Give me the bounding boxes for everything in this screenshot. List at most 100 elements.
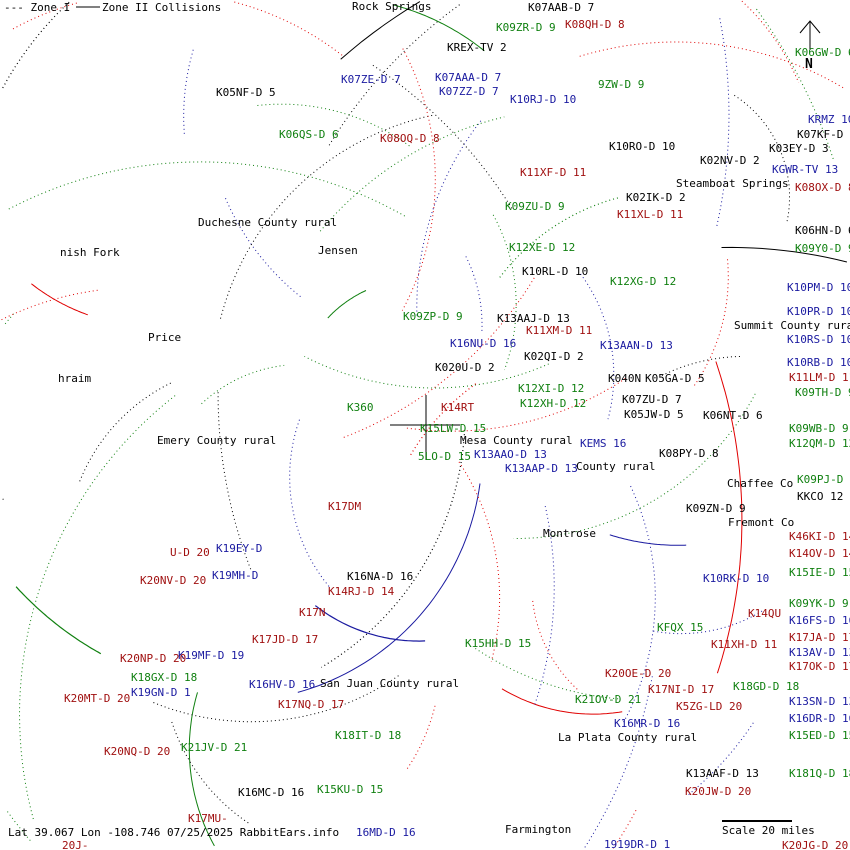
station-label[interactable]: K05JW-D 5 [624, 408, 684, 421]
station-label[interactable]: K08PY-D 8 [659, 447, 719, 460]
station-label[interactable]: K12QM-D 12 [789, 437, 850, 450]
station-label[interactable]: K07ZE-D 7 [341, 73, 401, 86]
station-label[interactable]: K11XH-D 11 [711, 638, 777, 651]
station-label[interactable]: K12XE-D 12 [509, 241, 575, 254]
station-label[interactable]: K09Y0-D 9 [795, 242, 850, 255]
station-label[interactable]: K08OX-D 8 [795, 181, 850, 194]
station-label[interactable]: K02NV-D 2 [700, 154, 760, 167]
station-label[interactable]: K06NT-D 6 [703, 409, 763, 422]
station-label[interactable]: K07KF-D 7 [797, 128, 850, 141]
station-label[interactable]: K14RT [441, 401, 474, 414]
station-label[interactable]: K21OV-D 21 [575, 693, 641, 706]
station-label[interactable]: K18GX-D 18 [131, 671, 197, 684]
station-label[interactable]: K020U-D 2 [435, 361, 495, 374]
station-label[interactable]: K16NA-D 16 [347, 570, 413, 583]
station-label[interactable]: K46KI-D 14 [789, 530, 850, 543]
station-label[interactable]: 9ZW-D 9 [598, 78, 644, 91]
station-label[interactable]: K5ZG-LD 20 [676, 700, 742, 713]
station-label[interactable]: K09ZN-D 9 [686, 502, 746, 515]
station-label[interactable]: K10RL-D 10 [522, 265, 588, 278]
station-label[interactable]: K10PM-D 10 [787, 281, 850, 294]
station-label[interactable]: K08OQ-D 8 [380, 132, 440, 145]
station-label[interactable]: K16DR-D 16 [789, 712, 850, 725]
station-label[interactable]: U-D 20 [170, 546, 210, 559]
station-label[interactable]: K07AAA-D 7 [435, 71, 501, 84]
station-label[interactable]: K10RJ-D 10 [510, 93, 576, 106]
station-label[interactable]: 20J- [62, 839, 89, 850]
station-label[interactable]: K20MT-D 20 [64, 692, 130, 705]
station-label[interactable]: K13AAO-D 13 [474, 448, 547, 461]
station-label[interactable]: K15ED-D 15 [789, 729, 850, 742]
station-label[interactable]: K12XH-D 12 [520, 397, 586, 410]
station-label[interactable]: K11XF-D 11 [520, 166, 586, 179]
station-label[interactable]: K19EY-D [216, 542, 262, 555]
station-label[interactable]: K15KU-D 15 [317, 783, 383, 796]
station-label[interactable]: K09WB-D 9 [789, 422, 849, 435]
station-label[interactable]: K10RB-D 10 [787, 356, 850, 369]
station-label[interactable]: 5LO-D 15 [418, 450, 471, 463]
station-label[interactable]: K16MR-D 16 [614, 717, 680, 730]
station-label[interactable]: K11LM-D 11 [789, 371, 850, 384]
station-label[interactable]: K11XM-D 11 [526, 324, 592, 337]
station-label[interactable]: K07ZU-D 7 [622, 393, 682, 406]
station-label[interactable]: K12XG-D 12 [610, 275, 676, 288]
station-label[interactable]: K20NP-D 20 [120, 652, 186, 665]
station-label[interactable]: K17OK-D 17 [789, 660, 850, 673]
station-label[interactable]: K11XL-D 11 [617, 208, 683, 221]
station-label[interactable]: K20NQ-D 20 [104, 745, 170, 758]
station-label[interactable]: K15LW-D 15 [420, 422, 486, 435]
station-label[interactable]: K13AAN-D 13 [600, 339, 673, 352]
station-label[interactable]: K18GD-D 18 [733, 680, 799, 693]
station-label[interactable]: K15HH-D 15 [465, 637, 531, 650]
station-label[interactable]: K13AAF-D 13 [686, 767, 759, 780]
station-label[interactable]: K13AAP-D 13 [505, 462, 578, 475]
station-label[interactable]: K19GN-D 1 [131, 686, 191, 699]
station-label[interactable]: KEMS 16 [580, 437, 626, 450]
station-label[interactable]: K06GW-D 6 [795, 46, 850, 59]
station-label[interactable]: K16NU-D 16 [450, 337, 516, 350]
station-label[interactable]: K14OV-D 14 [789, 547, 850, 560]
station-label[interactable]: KKCO 12 [797, 490, 843, 503]
station-label[interactable]: K040N [608, 372, 641, 385]
station-label[interactable]: K14RJ-D 14 [328, 585, 395, 598]
station-label[interactable]: K05NF-D 5 [216, 86, 276, 99]
station-label[interactable]: KGWR-TV 13 [772, 163, 838, 176]
station-label[interactable]: K17JA-D 17 [789, 631, 850, 644]
station-label[interactable]: K20OE-D 20 [605, 667, 671, 680]
station-label[interactable]: K20NV-D 20 [140, 574, 206, 587]
station-label[interactable]: K05GA-D 5 [645, 372, 705, 385]
station-label[interactable]: K09ZR-D 9 [496, 21, 556, 34]
station-label[interactable]: K17JD-D 17 [252, 633, 318, 646]
station-label[interactable]: K17NQ-D 17 [278, 698, 344, 711]
station-label[interactable]: K09TH-D 9 [795, 386, 850, 399]
station-label[interactable]: K16HV-D 16 [249, 678, 315, 691]
station-label[interactable]: K13AAJ-D 13 [497, 312, 570, 325]
station-label[interactable]: K06HN-D 6 [795, 224, 850, 237]
station-label[interactable]: K09ZP-D 9 [403, 310, 463, 323]
station-label[interactable]: K03EY-D 3 [769, 142, 829, 155]
station-label[interactable]: K09ZU-D 9 [505, 200, 565, 213]
station-label[interactable]: K02IK-D 2 [626, 191, 686, 204]
station-label[interactable]: K16MC-D 16 [238, 786, 304, 799]
station-label[interactable]: K17NI-D 17 [648, 683, 714, 696]
station-label[interactable]: KFQX 15 [657, 621, 703, 634]
station-label[interactable]: K06QS-D 6 [279, 128, 339, 141]
station-label[interactable]: K17DM [328, 500, 361, 513]
station-label[interactable]: K19MF-D 19 [178, 649, 244, 662]
station-label[interactable]: 16MD-D 16 [356, 826, 416, 839]
station-label[interactable]: K14QU [748, 607, 781, 620]
station-label[interactable]: K10PR-D 10 [787, 305, 850, 318]
station-label[interactable]: K16FS-D 16 [789, 614, 850, 627]
station-label[interactable]: K09PJ-D 9 [797, 473, 850, 486]
station-label[interactable]: K17MU- [188, 812, 228, 825]
station-label[interactable]: K07ZZ-D 7 [439, 85, 499, 98]
station-label[interactable]: K15IE-D 15 [789, 566, 850, 579]
station-label[interactable]: KREX-TV 2 [447, 41, 507, 54]
station-label[interactable]: K02QI-D 2 [524, 350, 584, 363]
station-label[interactable]: K12XI-D 12 [518, 382, 584, 395]
station-label[interactable]: KRMZ 10 [808, 113, 850, 126]
station-label[interactable]: K17N [299, 606, 326, 619]
station-label[interactable]: K10RS-D 10 [787, 333, 850, 346]
station-label[interactable]: K09YK-D 9 [789, 597, 849, 610]
